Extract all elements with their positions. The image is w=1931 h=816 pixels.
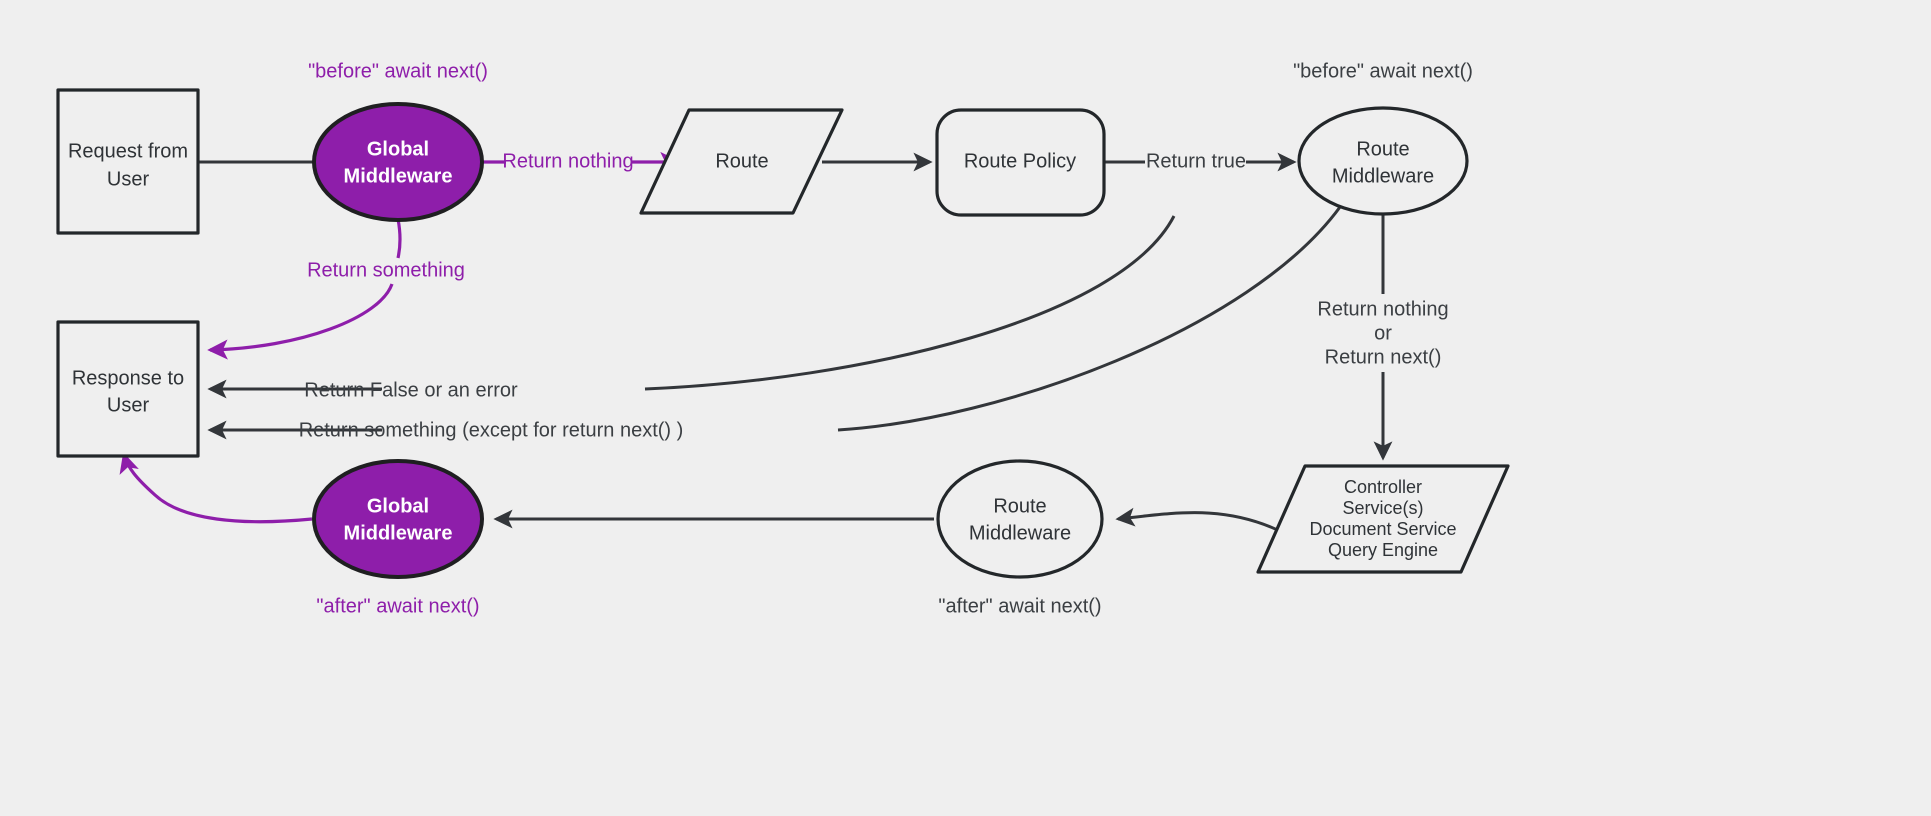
edge-label-return-nothing: Return nothing — [502, 150, 633, 172]
node-route[interactable]: Route — [639, 108, 844, 215]
request-from-user-shape — [56, 88, 200, 235]
edge-route-middleware-to-response-a — [837, 206, 1342, 432]
controller-label-line3: Document Service — [1309, 519, 1456, 539]
node-global-middleware-bottom[interactable]: Global Middleware — [312, 459, 484, 579]
annotation-before-await-next-route: "before" await next() — [1293, 60, 1473, 82]
controller-label-line4: Query Engine — [1328, 540, 1438, 560]
route-middleware-top-label-line1: Route — [1356, 138, 1409, 160]
node-route-middleware-bottom[interactable]: Route Middleware — [936, 459, 1104, 579]
edge-label-return-something-except: Return something (except for return next… — [299, 419, 684, 441]
edge-label-return-next: Return next() — [1325, 346, 1442, 368]
controller-label-line2: Service(s) — [1342, 498, 1423, 518]
edge-label-return-nothing-2: Return nothing — [1317, 298, 1448, 320]
edge-controller-to-route-middleware-bottom — [1115, 507, 1291, 538]
route-policy-label: Route Policy — [964, 150, 1076, 172]
edge-global-middleware-bottom-to-response — [119, 452, 313, 524]
route-middleware-bottom-shape — [936, 459, 1104, 579]
edge-global-middleware-to-response-a — [396, 218, 402, 259]
global-middleware-bottom-label-line1: Global — [367, 495, 429, 517]
response-to-user-label-line2: User — [107, 394, 150, 416]
request-from-user-label-line1: Request from — [68, 140, 188, 162]
response-to-user-label-line1: Response to — [72, 367, 184, 389]
annotation-after-await-next-route: "after" await next() — [938, 595, 1101, 617]
request-from-user-label-line2: User — [107, 168, 150, 190]
global-middleware-top-label-line2: Middleware — [344, 165, 453, 187]
route-shape — [639, 108, 844, 215]
route-middleware-top-shape — [1297, 106, 1469, 216]
edge-label-return-true: Return true — [1146, 150, 1246, 172]
global-middleware-bottom-label-line2: Middleware — [344, 522, 453, 544]
node-route-policy[interactable]: Route Policy — [935, 108, 1106, 217]
node-route-middleware-top[interactable]: Route Middleware — [1297, 106, 1469, 216]
edge-label-return-false-or-error: Return False or an error — [304, 379, 518, 401]
route-middleware-bottom-label-line2: Middleware — [969, 522, 1071, 544]
node-global-middleware-top[interactable]: Global Middleware — [312, 102, 484, 222]
route-middleware-bottom-label-line1: Route — [993, 495, 1046, 517]
node-controller-services[interactable]: Controller Service(s) Document Service Q… — [1256, 464, 1510, 574]
controller-services-shape — [1256, 464, 1510, 574]
annotation-before-await-next-global: "before" await next() — [308, 60, 488, 82]
edge-route-policy-to-response-a — [644, 215, 1176, 391]
annotation-after-await-next-global: "after" await next() — [316, 595, 479, 617]
response-to-user-shape — [56, 320, 200, 458]
edge-label-return-something: Return something — [307, 259, 465, 281]
node-request-from-user[interactable]: Request from User — [56, 88, 200, 235]
global-middleware-top-label-line1: Global — [367, 138, 429, 160]
edge-global-middleware-to-response-b — [207, 283, 394, 360]
global-middleware-bottom-shape — [312, 459, 484, 579]
route-label: Route — [715, 150, 768, 172]
edge-label-or: or — [1374, 322, 1392, 344]
route-middleware-top-label-line2: Middleware — [1332, 165, 1434, 187]
controller-label-line1: Controller — [1344, 477, 1422, 497]
node-response-to-user[interactable]: Response to User — [56, 320, 200, 458]
route-policy-shape — [935, 108, 1106, 217]
global-middleware-top-shape — [312, 102, 484, 222]
